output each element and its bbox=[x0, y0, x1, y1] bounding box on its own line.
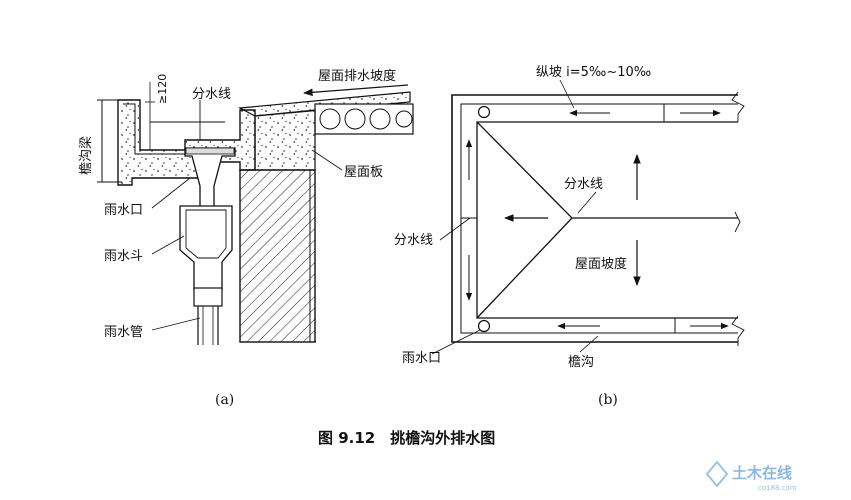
gutter-beam-label: 檐沟梁 bbox=[79, 136, 94, 175]
roof-slope-label-a: 屋面排水坡度 bbox=[318, 68, 396, 84]
divide-line-label-a: 分水线 bbox=[192, 87, 231, 102]
figure-b: 纵坡 i=5‰~10‰ 分水线 分水线 屋面坡度 雨水口 檐沟 (b) bbox=[394, 65, 745, 408]
watermark: 土木在线 co188.com bbox=[705, 460, 797, 492]
divide-ridge bbox=[476, 121, 738, 319]
hopper-label: 雨水斗 bbox=[104, 249, 143, 264]
roof-area bbox=[476, 121, 738, 319]
divide-line-label-b-top: 分水线 bbox=[564, 177, 603, 192]
wall bbox=[239, 169, 316, 343]
rain-hopper bbox=[179, 205, 233, 291]
dimension-label: ≥120 bbox=[156, 74, 169, 104]
sublabel-b: (b) bbox=[598, 392, 618, 408]
figure-a: 檐沟梁 ≥120 分水线 屋面排水坡度 屋面板 bbox=[79, 68, 414, 408]
figure-caption: 图 9.12 挑檐沟外排水图 bbox=[318, 429, 495, 447]
inlet-label-b: 雨水口 bbox=[402, 351, 441, 366]
rain-inlet-top bbox=[477, 105, 491, 119]
rain-pipe bbox=[193, 287, 223, 345]
gutter-label: 檐沟 bbox=[568, 355, 594, 370]
long-slope-label: 纵坡 i=5‰~10‰ bbox=[536, 65, 651, 80]
inlet-label-a: 雨水口 bbox=[104, 203, 143, 218]
pipe-label: 雨水管 bbox=[104, 325, 143, 340]
watermark-text: 土木在线 bbox=[732, 464, 792, 482]
gutter-beam bbox=[117, 99, 256, 186]
roof-slab-label: 屋面板 bbox=[344, 165, 383, 180]
watermark-url: co188.com bbox=[758, 484, 797, 492]
roof-slab bbox=[314, 103, 414, 135]
divide-line-label-b-left: 分水线 bbox=[394, 233, 433, 248]
gutter-outline-outer bbox=[451, 94, 738, 343]
watermark-logo-icon bbox=[705, 460, 729, 488]
sublabel-a: (a) bbox=[215, 392, 234, 408]
roof-slope-label-b: 屋面坡度 bbox=[575, 256, 627, 272]
rain-inlet-bottom bbox=[477, 319, 491, 333]
